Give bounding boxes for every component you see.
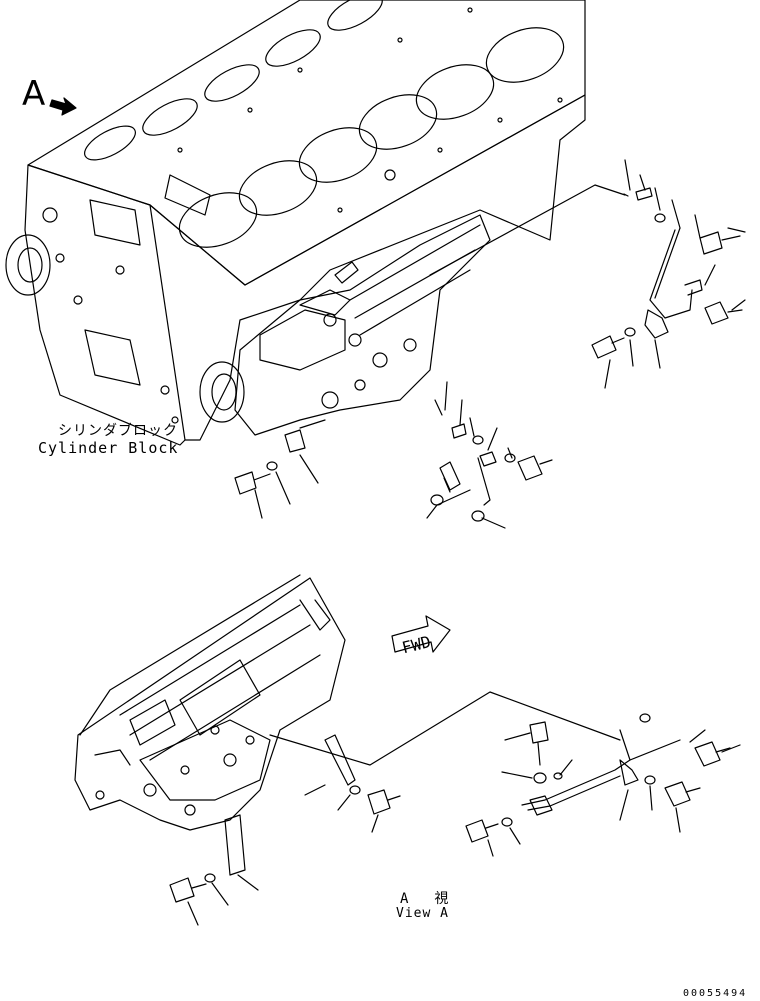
view-a-label-en: View A: [396, 906, 449, 921]
view-a-label-jp: A 視: [400, 891, 455, 907]
cylinder-block-label-en: Cylinder Block: [38, 439, 179, 457]
view-a-assembly: [75, 575, 450, 830]
view-a-parts: [170, 692, 740, 925]
cylinder-block: [6, 0, 585, 445]
document-number: 00055494: [683, 988, 748, 999]
view-a-marker: A: [22, 74, 46, 114]
upper-parts: [235, 160, 745, 528]
cylinder-block-label-jp: シリンダブロック: [58, 423, 178, 439]
injection-pump-upper: [200, 215, 490, 435]
